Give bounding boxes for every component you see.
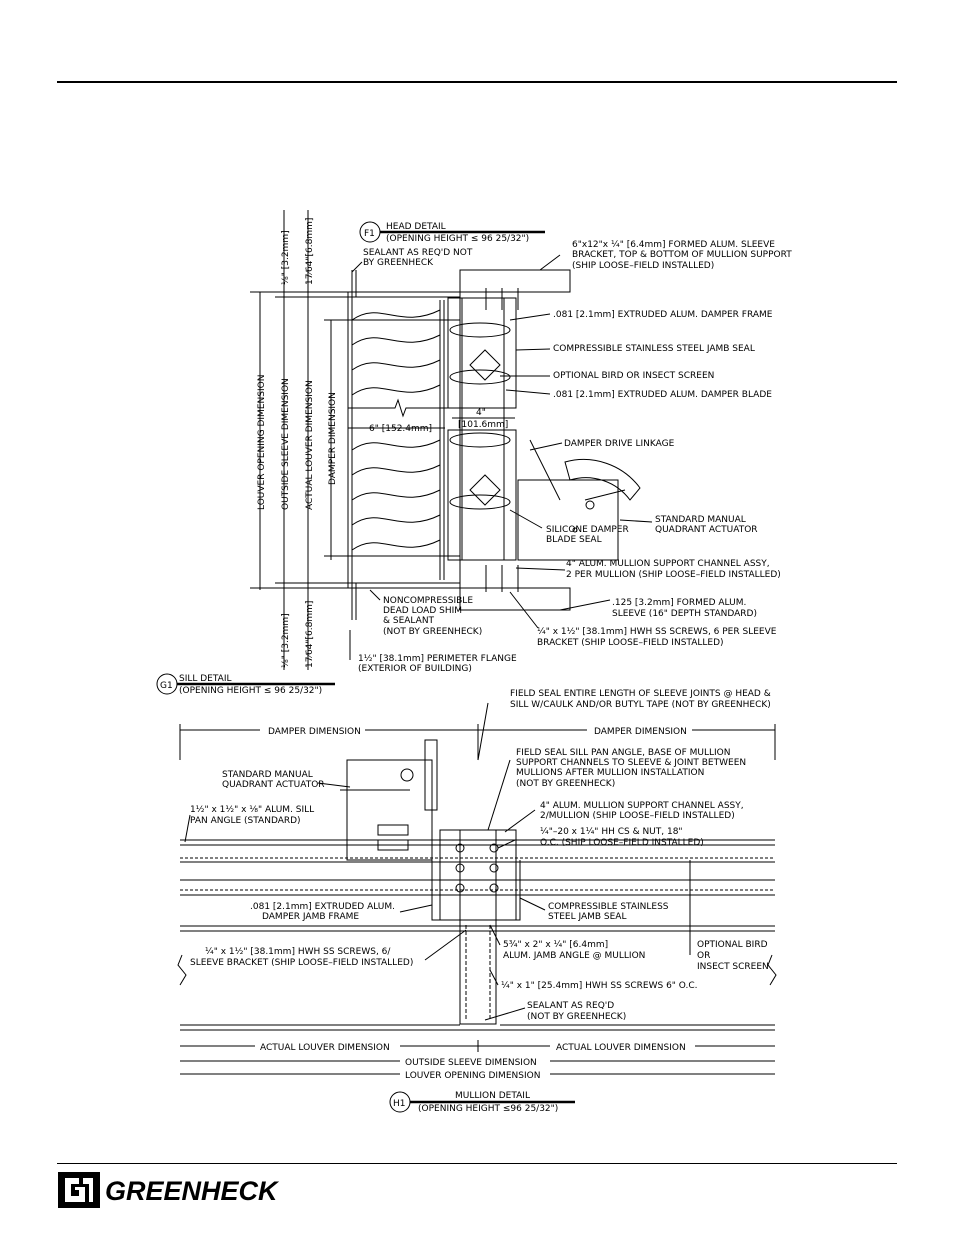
jamb-frame-note-1: .081 [2.1mm] EXTRUDED ALUM. xyxy=(250,902,395,912)
sill-dim-bottom-b: 17⁄64"[6.8mm] xyxy=(305,601,315,668)
sleeve-note-1: .125 [3.2mm] FORMED ALUM. xyxy=(612,598,746,608)
mullion-detail-drawing xyxy=(177,724,777,1031)
sealant-note-2: BY GREENHECK xyxy=(363,258,434,268)
mullion-detail-title: MULLION DETAIL xyxy=(455,1091,530,1101)
field-seal-note-2: SILL W/CAULK AND/OR BUTYL TAPE (NOT BY G… xyxy=(510,700,771,710)
damper-dimension-label: DAMPER DIMENSION xyxy=(328,392,338,485)
head-leader-lines xyxy=(349,254,653,660)
head-actuator-note-1: STANDARD MANUAL xyxy=(655,515,746,525)
head-actuator-note-2: QUADRANT ACTUATOR xyxy=(655,525,758,535)
sill-dim-bottom-a: ⅛" [3.2mm] xyxy=(281,613,291,668)
head-detail-tag: F1 xyxy=(364,229,375,239)
louver-opening-dimension: LOUVER OPENING DIMENSION xyxy=(405,1071,540,1081)
jamb-angle-note-2: ALUM. JAMB ANGLE @ MULLION xyxy=(503,951,645,961)
mullion-jamb-seal-note-1: COMPRESSIBLE STAINLESS xyxy=(548,902,669,912)
mullion-detail-tag: H1 xyxy=(393,1099,406,1109)
mullion-detail-subtitle: (OPENING HEIGHT ≤96 25/32") xyxy=(418,1104,558,1114)
mullion-bottom-dimensions xyxy=(180,1040,775,1080)
shim-note-3: & SEALANT xyxy=(383,616,435,626)
mullion-leader-lines xyxy=(184,702,691,1021)
screen-note: OPTIONAL BIRD OR INSECT SCREEN xyxy=(553,371,714,381)
sill-pan-seal-note-3: MULLIONS AFTER MULLION INSTALLATION xyxy=(516,768,704,778)
dim-6in-label: 6" [152.4mm] xyxy=(369,424,432,434)
sill-pan-seal-note-4: (NOT BY GREENHECK) xyxy=(516,779,615,789)
outside-sleeve-dimension-label: OUTSIDE SLEEVE DIMENSION xyxy=(281,378,291,510)
jamb-angle-note-1: 5¾" x 2" x ¼" [6.4mm] xyxy=(503,940,608,950)
sill-pan-seal-note-1: FIELD SEAL SILL PAN ANGLE, BASE OF MULLI… xyxy=(516,748,730,758)
dim-4in-mm-label: [101.6mm] xyxy=(458,420,508,430)
louver-opening-dimension-label: LOUVER OPENING DIMENSION xyxy=(257,375,267,510)
head-detail-title: HEAD DETAIL xyxy=(386,222,446,232)
mullion-support-note-1: 4" ALUM. MULLION SUPPORT CHANNEL ASSY, xyxy=(566,559,770,569)
small-screws-note: ¼" x 1" [25.4mm] HWH SS SCREWS 6" O.C. xyxy=(501,981,698,991)
mullion-screen-note-2: OR xyxy=(697,951,710,961)
greenheck-logo-mark-icon xyxy=(58,1172,100,1208)
support-note-2: 2/MULLION (SHIP LOOSE–FIELD INSTALLED) xyxy=(540,811,735,821)
sealant-note-1: SEALANT AS REQ'D NOT xyxy=(363,248,473,258)
flange-note-2: (EXTERIOR OF BUILDING) xyxy=(358,664,472,674)
dim-4in-label: 4" xyxy=(476,408,486,418)
bracket-note-3: (SHIP LOOSE–FIELD INSTALLED) xyxy=(572,261,714,271)
louver-blades xyxy=(351,309,441,551)
shim-note-2: DEAD LOAD SHIM xyxy=(383,606,462,616)
greenheck-wordmark: GREENHECK xyxy=(105,1175,278,1206)
mullion-sealant-note-2: (NOT BY GREENHECK) xyxy=(527,1012,626,1022)
mullion-screws-note-2: SLEEVE BRACKET (SHIP LOOSE–FIELD INSTALL… xyxy=(190,958,413,968)
head-sill-detail-drawing: F1 HEAD DETAIL (OPENING HEIGHT ≤ 96 25/3… xyxy=(250,210,641,670)
mullion-screws-note-1: ¼" x 1½" [38.1mm] HWH SS SCREWS, 6/ xyxy=(205,947,391,957)
damper-dimension-left: DAMPER DIMENSION xyxy=(268,727,361,737)
blade-seal-note-2: BLADE SEAL xyxy=(546,535,602,545)
greenheck-logo: GREENHECK xyxy=(57,1171,278,1211)
shim-note-4: (NOT BY GREENHECK) xyxy=(383,627,482,637)
blade-note: .081 [2.1mm] EXTRUDED ALUM. DAMPER BLADE xyxy=(553,390,772,400)
mullion-actuator-note-2: QUADRANT ACTUATOR xyxy=(222,780,325,790)
actual-louver-left: ACTUAL LOUVER DIMENSION xyxy=(260,1043,390,1053)
actual-louver-right: ACTUAL LOUVER DIMENSION xyxy=(556,1043,686,1053)
actual-louver-dimension-label: ACTUAL LOUVER DIMENSION xyxy=(305,380,315,510)
sill-detail-tag: G1 xyxy=(160,681,173,691)
sill-detail-subtitle: (OPENING HEIGHT ≤ 96 25/32") xyxy=(179,686,322,696)
blade-seal-note-1: SILICONE DAMPER xyxy=(546,525,629,535)
mullion-screen-note-1: OPTIONAL BIRD xyxy=(697,940,768,950)
sleeve-note-2: SLEEVE (16" DEPTH STANDARD) xyxy=(612,609,757,619)
shim-note-1: NONCOMPRESSIBLE xyxy=(383,596,473,606)
pan-angle-note-1: 1½" x 1½" x ⅛" ALUM. SILL xyxy=(190,805,314,815)
head-detail-subtitle: (OPENING HEIGHT ≤ 96 25/32") xyxy=(386,234,529,244)
support-note-1: 4" ALUM. MULLION SUPPORT CHANNEL ASSY, xyxy=(540,801,744,811)
mullion-sealant-note-1: SEALANT AS REQ'D xyxy=(527,1001,614,1011)
jamb-frame-note-2: DAMPER JAMB FRAME xyxy=(262,912,359,922)
sill-detail-title: SILL DETAIL xyxy=(179,674,232,684)
mullion-screen-note-3: INSECT SCREEN xyxy=(697,962,769,972)
sill-pan-seal-note-2: SUPPORT CHANNELS TO SLEEVE & JOINT BETWE… xyxy=(516,758,746,768)
linkage-note: DAMPER DRIVE LINKAGE xyxy=(564,439,675,449)
jamb-seal-note: COMPRESSIBLE STAINLESS STEEL JAMB SEAL xyxy=(553,344,755,354)
outside-sleeve-dimension: OUTSIDE SLEEVE DIMENSION xyxy=(405,1058,537,1068)
field-seal-note-1: FIELD SEAL ENTIRE LENGTH OF SLEEVE JOINT… xyxy=(510,689,771,699)
mullion-jamb-seal-note-2: STEEL JAMB SEAL xyxy=(548,912,626,922)
footer-rule xyxy=(57,1163,897,1164)
bracket-note-2: BRACKET, TOP & BOTTOM OF MULLION SUPPORT xyxy=(572,250,792,260)
flange-note-1: 1½" [38.1mm] PERIMETER FLANGE xyxy=(358,654,517,664)
mullion-support-note-2: 2 PER MULLION (SHIP LOOSE–FIELD INSTALLE… xyxy=(566,570,781,580)
bracket-note-1: 6"x12"x ¼" [6.4mm] FORMED ALUM. SLEEVE xyxy=(572,240,775,250)
bolts-note-2: O.C. (SHIP LOOSE–FIELD INSTALLED) xyxy=(540,838,704,848)
head-dim-top-b: 17⁄64"[6.8mm] xyxy=(305,218,315,285)
pan-angle-note-2: PAN ANGLE (STANDARD) xyxy=(190,816,301,826)
head-screws-note-2: BRACKET (SHIP LOOSE–FIELD INSTALLED) xyxy=(537,638,724,648)
header-rule xyxy=(57,81,897,83)
damper-dimension-right: DAMPER DIMENSION xyxy=(594,727,687,737)
head-dim-top-a: ⅛" [3.2mm] xyxy=(281,230,291,285)
head-screws-note-1: ¼" x 1½" [38.1mm] HWH SS SCREWS, 6 PER S… xyxy=(537,627,777,637)
damper-frame-note: .081 [2.1mm] EXTRUDED ALUM. DAMPER FRAME xyxy=(553,310,773,320)
mullion-actuator-note-1: STANDARD MANUAL xyxy=(222,770,313,780)
bolts-note-1: ¼"–20 x 1¼" HH CS & NUT, 18" xyxy=(540,827,683,837)
